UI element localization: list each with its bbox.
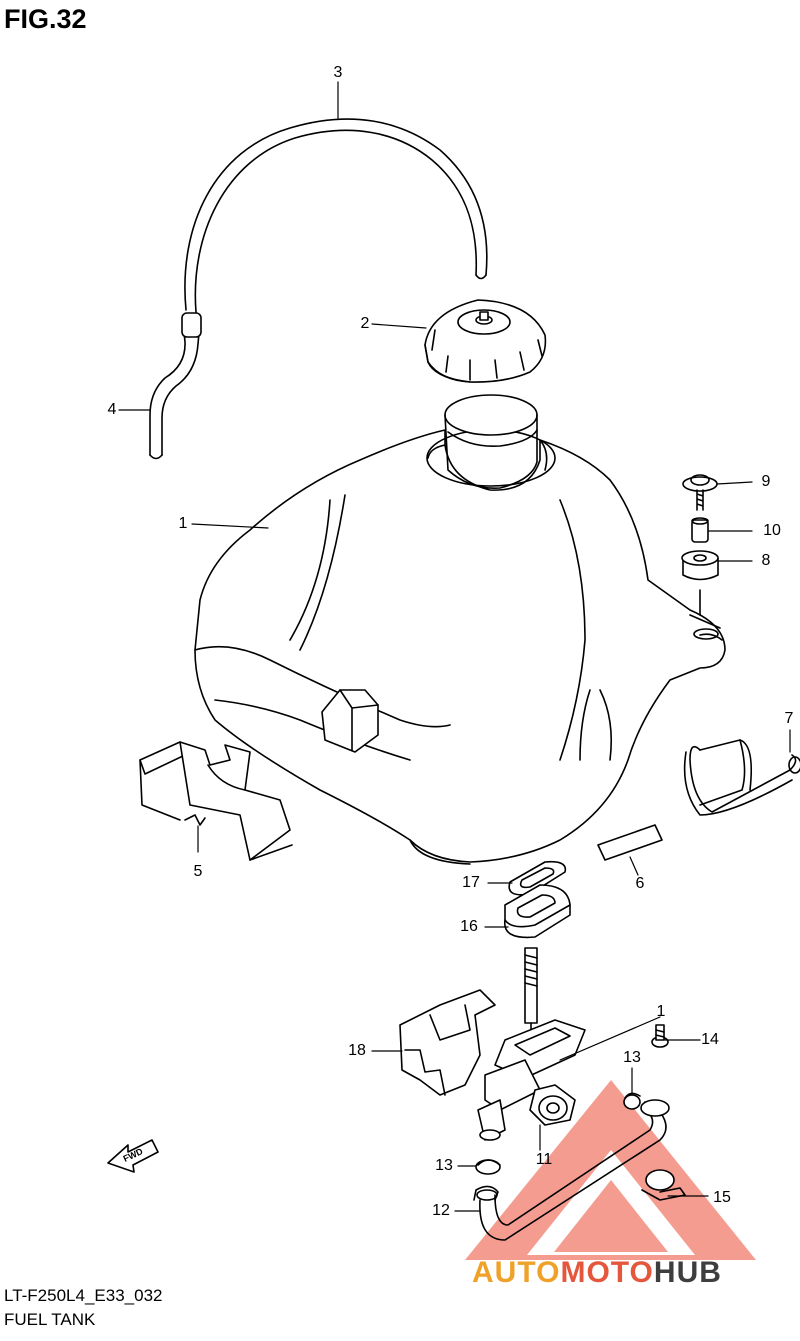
strap-7 — [683, 739, 800, 816]
watermark-moto: MOTO — [560, 1256, 654, 1289]
callout-8: 8 — [761, 552, 771, 569]
holder-18 — [399, 989, 496, 1096]
callout-4: 4 — [107, 401, 117, 418]
watermark-triangle — [465, 1080, 756, 1260]
callout-3: 3 — [333, 64, 343, 81]
gasket-17 — [508, 860, 567, 896]
callout-18: 18 — [348, 1042, 366, 1059]
bolt-14 — [651, 1024, 669, 1048]
watermark-logo: AUTOMOTOHUB — [472, 1256, 722, 1290]
callout-10: 10 — [763, 522, 781, 539]
clamp-13-upper — [623, 1092, 641, 1110]
figure-name: FUEL TANK — [4, 1310, 96, 1329]
breather-hose — [184, 118, 488, 313]
callout-11: 11 — [535, 1151, 553, 1168]
fwd-arrow-icon — [107, 1139, 159, 1173]
cushion-8 — [681, 550, 719, 616]
cushion-16 — [504, 884, 571, 939]
figure-code: LT-F250L4_E33_032 — [4, 1286, 163, 1305]
leader-lines — [118, 81, 791, 1212]
callout-17: 17 — [462, 874, 480, 891]
callout-14: 14 — [701, 1031, 719, 1048]
callout-1: 1 — [178, 515, 188, 532]
watermark-hub: HUB — [653, 1256, 722, 1289]
callout-16: 16 — [460, 918, 478, 935]
callout-12: 12 — [432, 1202, 450, 1219]
fuel-cock-11 — [477, 947, 586, 1141]
callout-15: 15 — [713, 1189, 731, 1206]
callout-6: 6 — [635, 875, 645, 892]
pad-6 — [597, 824, 663, 861]
fuel-tank — [194, 394, 726, 865]
callout-1-secondary: 1 — [656, 1003, 666, 1020]
callout-13-lower: 13 — [435, 1157, 453, 1174]
callout-5: 5 — [193, 863, 203, 880]
watermark-auto: AUTO — [472, 1256, 561, 1289]
callout-13-upper: 13 — [623, 1049, 641, 1066]
clamp-13-lower — [475, 1159, 501, 1175]
clamp-15 — [641, 1169, 686, 1201]
callout-7: 7 — [784, 710, 794, 727]
hose-12 — [473, 1099, 670, 1241]
short-hose — [149, 312, 202, 460]
figure-title: FIG.32 — [4, 4, 87, 34]
collar-10 — [691, 517, 709, 543]
fuel-cap — [424, 299, 547, 383]
callout-2: 2 — [360, 315, 370, 332]
bolt-9 — [682, 474, 718, 511]
bracket-5 — [139, 741, 293, 861]
callout-9: 9 — [761, 473, 771, 490]
